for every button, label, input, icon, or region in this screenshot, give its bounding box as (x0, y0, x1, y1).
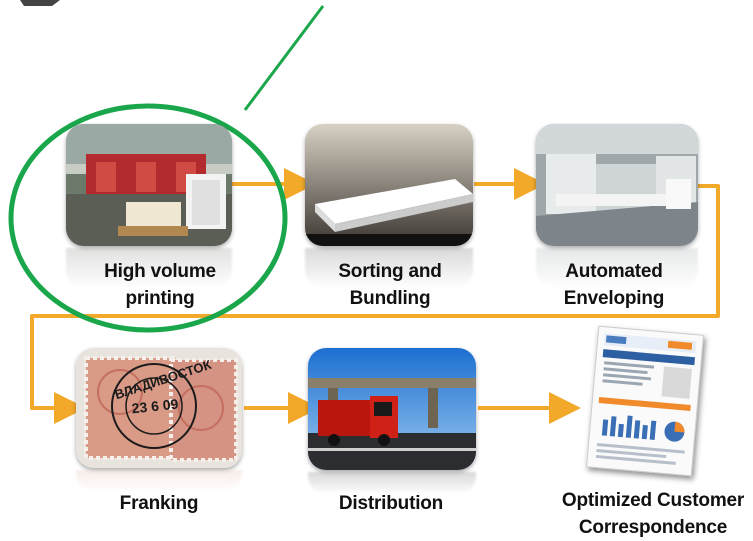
paper-stack-image (305, 124, 473, 246)
postage-stamp-image: ВЛАДИВОСТОК 23 6 09 (76, 348, 242, 468)
printing-press-image (66, 124, 232, 246)
arrow-enveloping-to-franking (30, 184, 720, 424)
corner-fragment (20, 0, 60, 6)
step-label-franking: Franking (119, 493, 199, 514)
highlight-pointer-line (243, 5, 325, 111)
enveloping-machine-image (536, 124, 698, 246)
truck-image (308, 348, 476, 470)
document-report-image (586, 325, 704, 477)
highlight-circle (8, 103, 288, 333)
step-label-distribution: Distribution (338, 493, 444, 514)
